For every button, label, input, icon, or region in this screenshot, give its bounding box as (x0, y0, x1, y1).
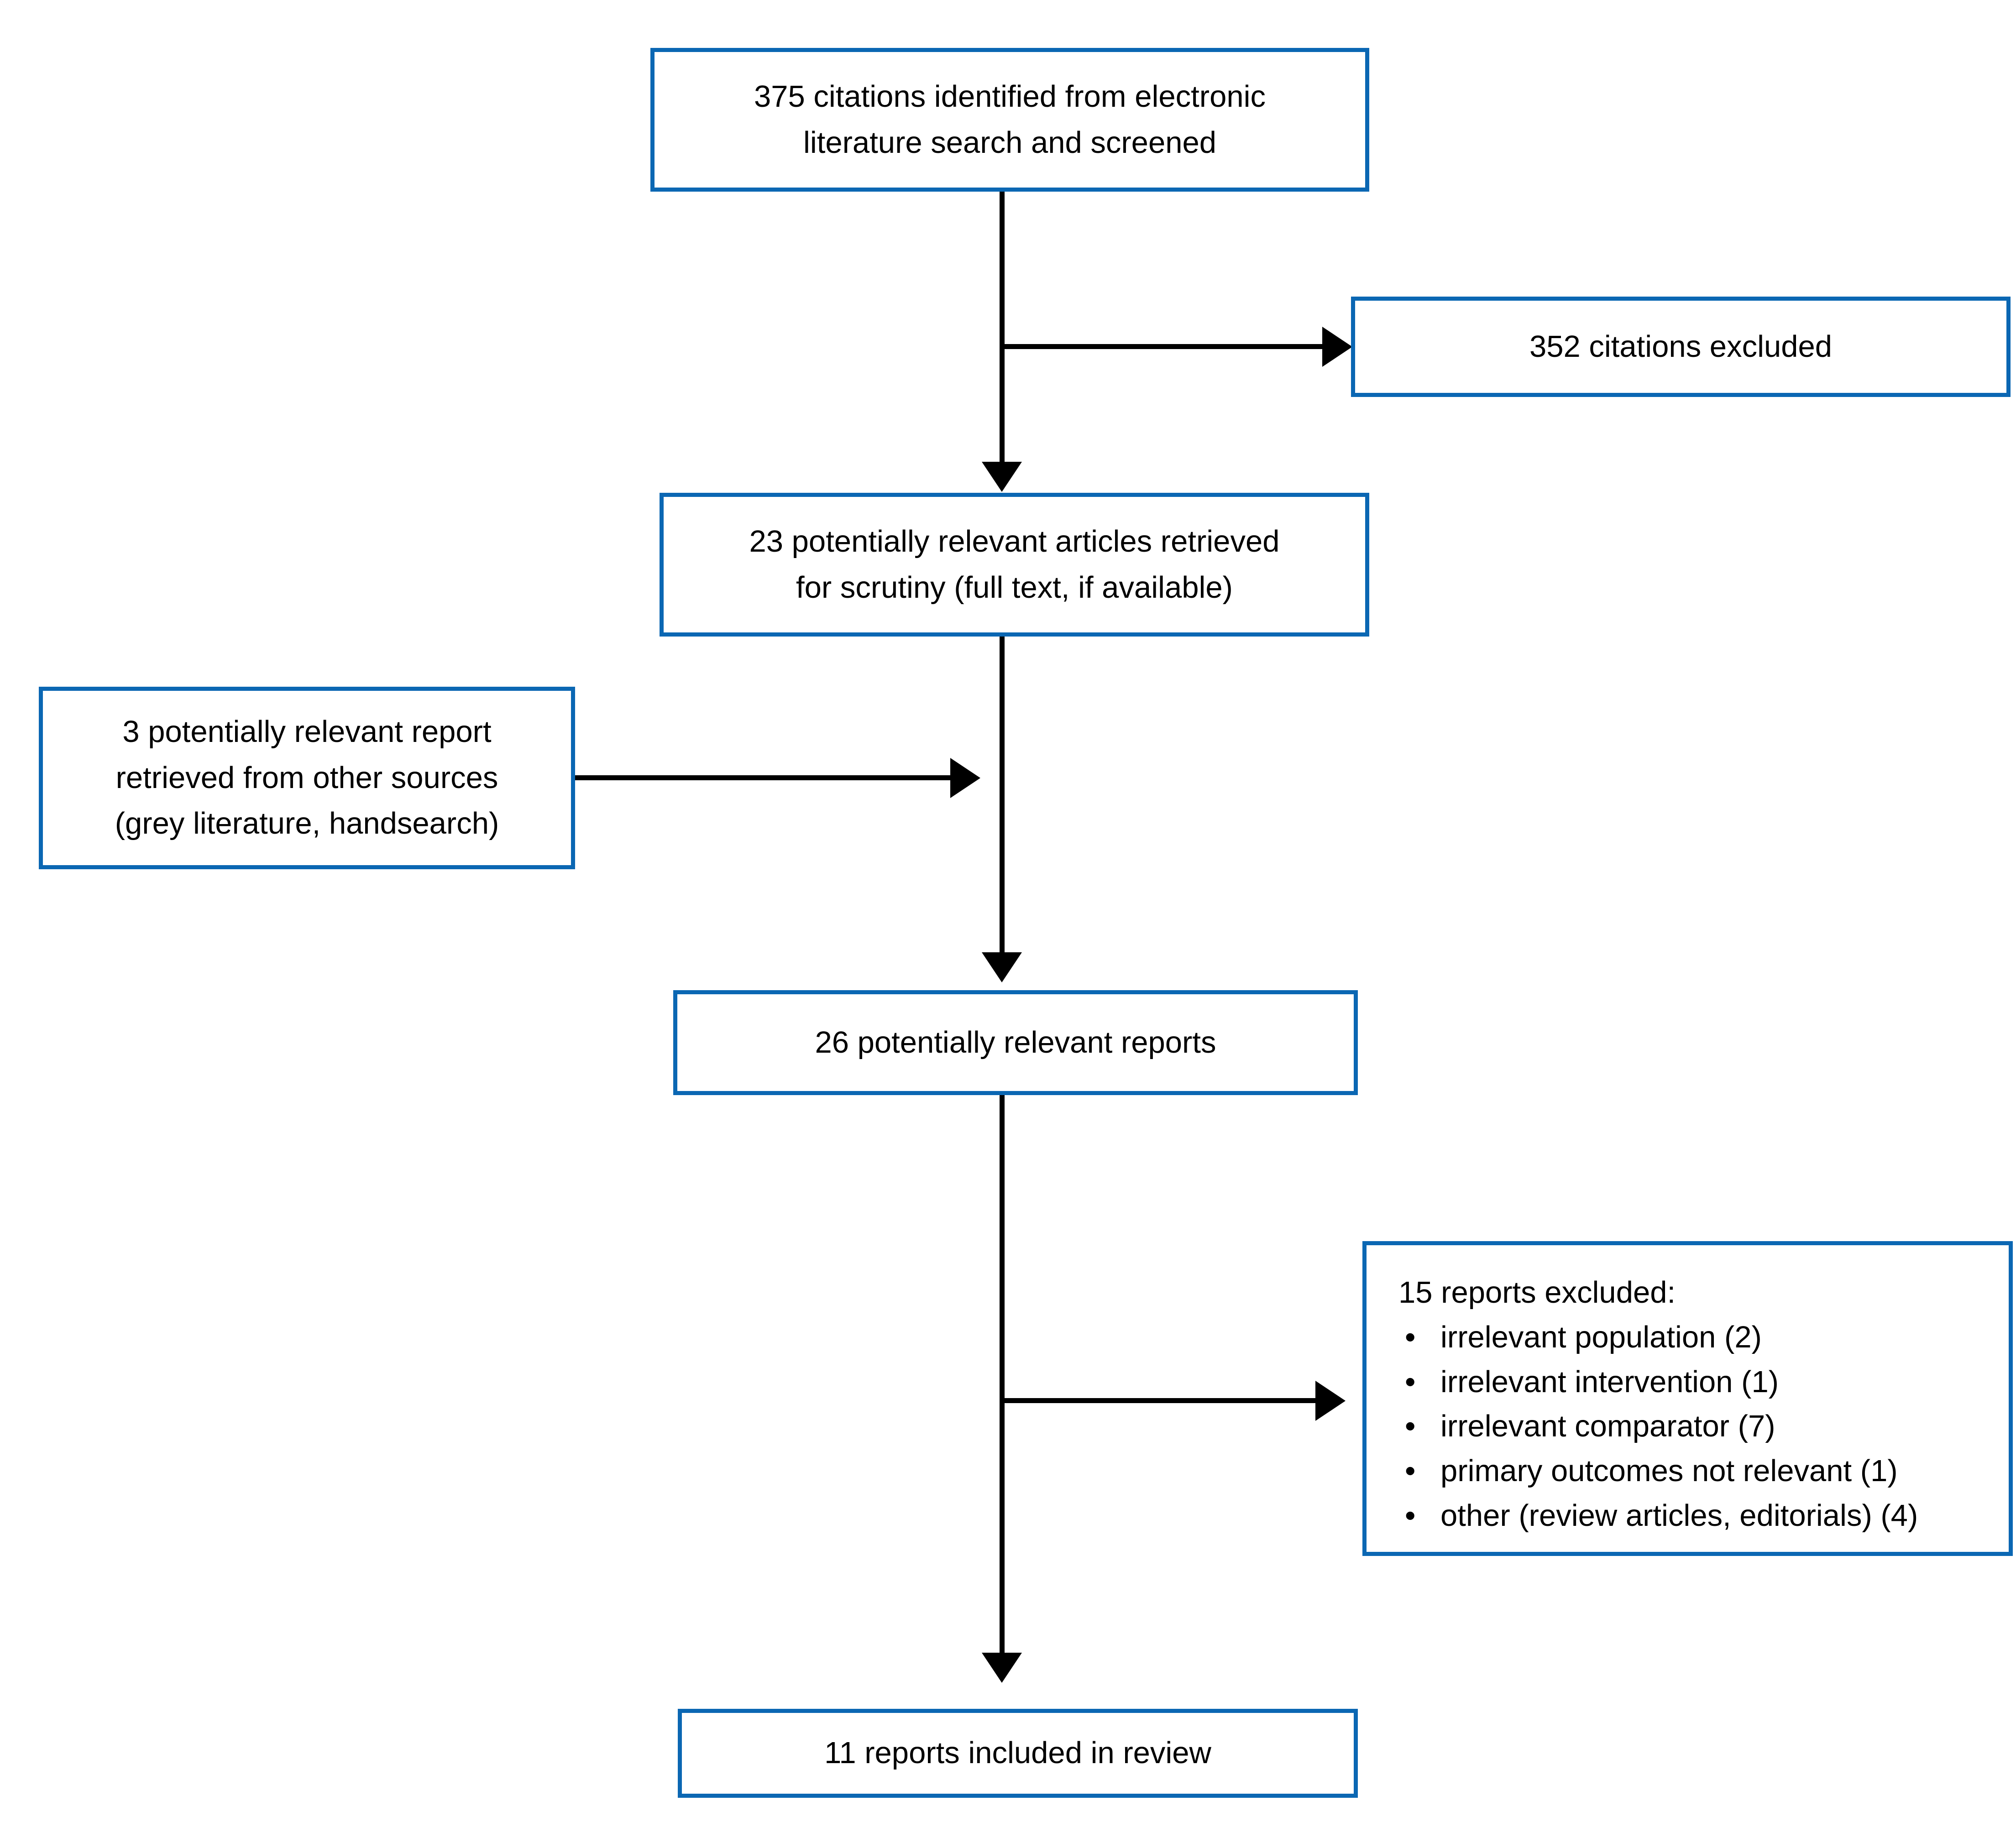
arrow-right-head-icon (1315, 1381, 1346, 1421)
box-citations-excluded-text: 352 citations excluded (1529, 329, 1832, 364)
reports-excluded-item: irrelevant intervention (1) (1398, 1360, 1977, 1404)
box-reports-excluded-title: 15 reports excluded: (1398, 1275, 1676, 1310)
box-included-in-review: 11 reports included in review (678, 1709, 1358, 1798)
box-other-sources: 3 potentially relevant report retrieved … (39, 687, 575, 869)
arrow-down-head-icon (982, 1653, 1022, 1683)
arrow-right-head-icon (1322, 327, 1352, 367)
box-citations-identified-text: 375 citations identified from electronic… (754, 79, 1266, 160)
arrow-to-reports-excluded-line (1000, 1398, 1319, 1403)
arrow-to-citations-excluded-line (1000, 344, 1326, 349)
box-potentially-relevant-reports-text: 26 potentially relevant reports (815, 1025, 1216, 1060)
arrow-reports-to-included-line (1000, 1095, 1005, 1656)
arrow-down-head-icon (982, 462, 1022, 492)
box-articles-retrieved: 23 potentially relevant articles retriev… (660, 493, 1369, 637)
reports-excluded-list: irrelevant population (2) irrelevant int… (1398, 1315, 1977, 1538)
arrow-retrieved-to-reports-line (1000, 637, 1005, 956)
reports-excluded-item: irrelevant comparator (7) (1398, 1404, 1977, 1449)
reports-excluded-item: primary outcomes not relevant (1) (1398, 1449, 1977, 1493)
arrow-right-head-icon (950, 758, 980, 798)
reports-excluded-item: other (review articles, editorials) (4) (1398, 1493, 1977, 1538)
box-reports-excluded: 15 reports excluded: irrelevant populati… (1362, 1241, 2013, 1556)
arrow-identified-to-retrieved-line (1000, 192, 1005, 465)
box-included-in-review-text: 11 reports included in review (824, 1736, 1211, 1770)
box-articles-retrieved-text: 23 potentially relevant articles retriev… (749, 524, 1280, 605)
box-potentially-relevant-reports: 26 potentially relevant reports (673, 990, 1358, 1095)
arrow-down-head-icon (982, 952, 1022, 982)
arrow-other-sources-line (575, 775, 954, 780)
box-citations-excluded: 352 citations excluded (1351, 297, 2011, 397)
reports-excluded-item: irrelevant population (2) (1398, 1315, 1977, 1360)
box-citations-identified: 375 citations identified from electronic… (650, 48, 1369, 192)
box-other-sources-text: 3 potentially relevant report retrieved … (115, 715, 499, 841)
